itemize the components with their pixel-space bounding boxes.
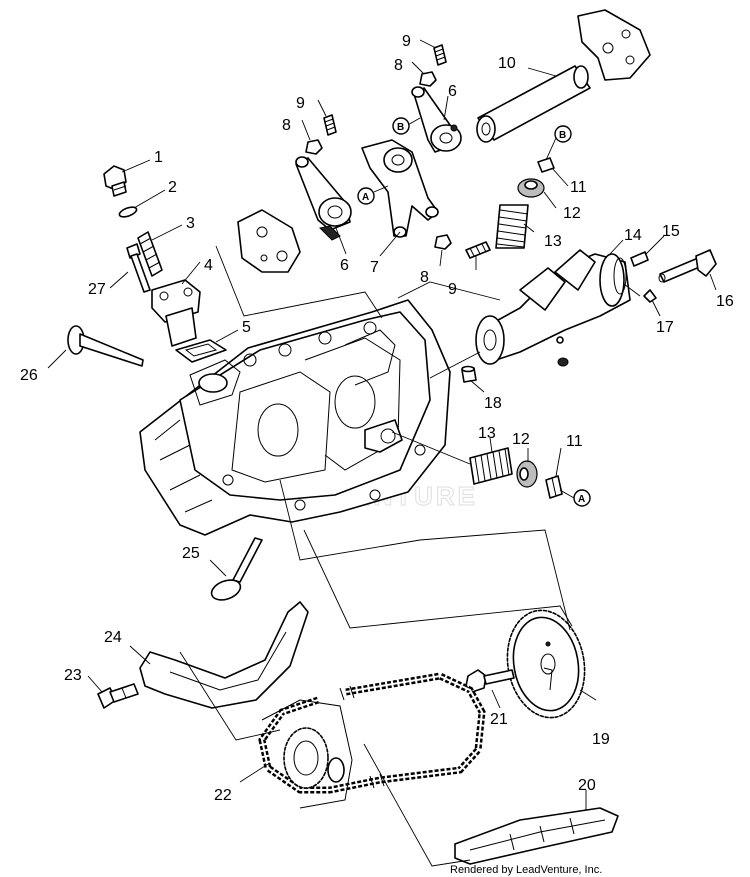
callout-16: 16 [716, 293, 734, 310]
callout-8-bottom: 8 [420, 269, 429, 286]
bolt-1 [103, 165, 127, 197]
valve-lower [210, 537, 263, 601]
valve-springs [469, 204, 529, 485]
bracket-casting-left [237, 209, 301, 273]
callout-24: 24 [104, 629, 122, 646]
callout-27: 27 [88, 281, 106, 298]
valve-keepers [537, 157, 563, 499]
callout-1: 1 [154, 149, 163, 166]
ref-mark-a-lower: A [578, 494, 585, 505]
callout-18: 18 [484, 395, 502, 412]
camshaft [475, 249, 631, 367]
cam-pin [630, 251, 649, 267]
callout-9-bottom: 9 [448, 281, 457, 298]
bracket-casting-right [577, 9, 651, 81]
callout-17: 17 [656, 319, 674, 336]
callout-9-left: 9 [296, 95, 305, 112]
decompression-shaft [658, 249, 717, 283]
callout-5: 5 [242, 319, 251, 336]
ref-mark-a-upper: A [362, 192, 369, 203]
bolt-23 [97, 683, 139, 709]
callout-9-top: 9 [402, 33, 411, 50]
callout-15: 15 [662, 223, 680, 240]
timing-chain [258, 672, 486, 794]
callout-13-upper: 13 [544, 233, 562, 250]
spring-retainers [516, 178, 545, 488]
callout-23: 23 [64, 667, 82, 684]
rocker-arm-left [295, 156, 352, 241]
callout-21: 21 [490, 711, 508, 728]
callout-7: 7 [370, 259, 379, 276]
callout-6-left: 6 [340, 257, 349, 274]
render-credit: Rendered by LeadVenture, Inc. [450, 864, 602, 876]
chain-guide [139, 601, 309, 709]
rocker-arm-center [361, 139, 439, 238]
callout-11-upper: 11 [570, 179, 587, 196]
e-clip [643, 289, 657, 303]
leader-lines [47, 39, 717, 867]
callout-4: 4 [204, 257, 213, 274]
callout-2: 2 [168, 179, 177, 196]
callout-20: 20 [578, 777, 596, 794]
cylinder-head [139, 299, 451, 536]
callout-3: 3 [186, 215, 195, 232]
callout-11-lower: 11 [566, 433, 583, 450]
o-ring [118, 206, 138, 218]
valve-upper [67, 325, 144, 367]
callout-12-upper: 12 [563, 205, 581, 222]
adjuster-nuts [305, 71, 452, 250]
tensioner-gasket [175, 339, 227, 363]
rocker-shaft [476, 65, 591, 143]
cam-sprocket [506, 609, 586, 719]
callout-10: 10 [498, 55, 516, 72]
ref-mark-b-left: B [397, 122, 404, 133]
callout-19: 19 [592, 731, 610, 748]
callout-labels: 1 2 3 4 5 6 6 7 8 8 8 9 9 9 10 11 11 12 … [20, 33, 734, 804]
callout-14: 14 [624, 227, 642, 244]
callout-13-lower: 13 [478, 425, 496, 442]
tensioner-spring [137, 231, 163, 277]
callout-12-lower: 12 [512, 431, 530, 448]
crank-sprocket [261, 699, 353, 809]
tensioner-body [151, 279, 201, 347]
ref-mark-b-right: B [559, 130, 566, 141]
bolt-27 [126, 243, 151, 293]
callout-8-left: 8 [282, 117, 291, 134]
callout-25: 25 [182, 545, 200, 562]
rocker-arm-right [411, 86, 462, 153]
callout-6-right: 6 [448, 83, 457, 100]
callout-26: 26 [20, 367, 38, 384]
callout-22: 22 [214, 787, 232, 804]
bolt-21 [465, 669, 515, 693]
lower-chain-guide [454, 807, 619, 865]
callout-8-top: 8 [394, 57, 403, 74]
reference-marks: A A B B [357, 117, 591, 507]
adjuster-screws [323, 44, 491, 259]
dowel-pin [461, 365, 477, 383]
